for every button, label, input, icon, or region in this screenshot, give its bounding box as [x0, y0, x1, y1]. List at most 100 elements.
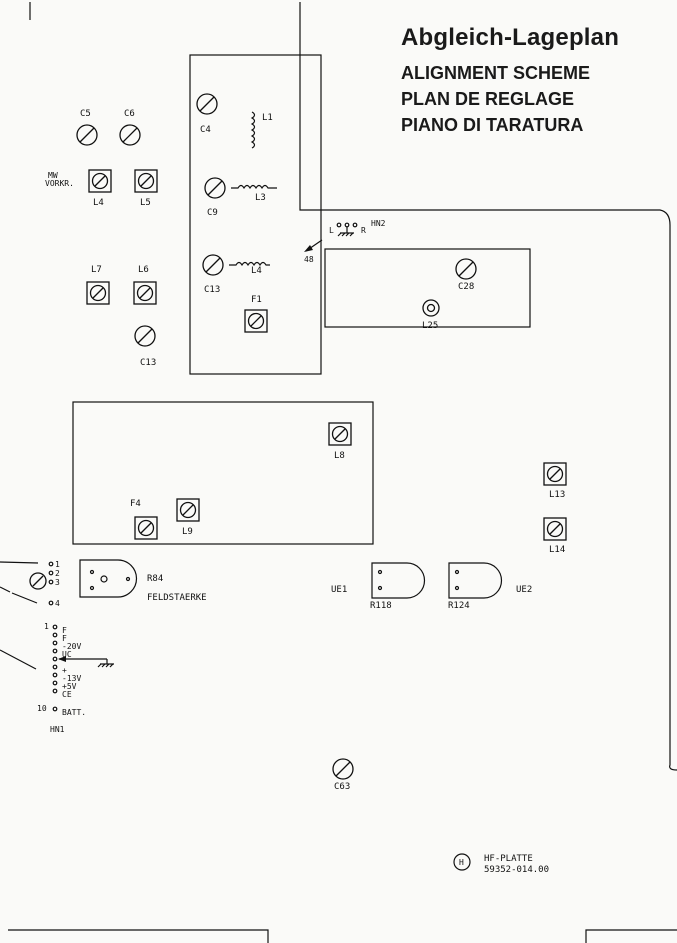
switch-pin-1: [48, 561, 54, 567]
title-block: Abgleich-Lageplan ALIGNMENT SCHEME PLAN …: [401, 24, 619, 138]
subtitle-italian: PIANO DI TARATURA: [401, 115, 584, 135]
hn1-pin-6-label: +: [62, 666, 67, 675]
label-ue2: UE2: [516, 585, 532, 595]
hn1-pin-7-label: -13V: [62, 674, 81, 683]
subtitle-french: PLAN DE REGLAGE: [401, 89, 575, 109]
pot-r118: [371, 562, 426, 599]
label-r84: R84: [147, 574, 163, 584]
trimmer-c9: [204, 177, 226, 199]
pot-r124-pin-b: [454, 585, 460, 591]
hn1-pin-6-dot: [52, 664, 58, 670]
trimmer-c63: [332, 758, 354, 780]
label-l9: L9: [182, 527, 193, 537]
switch-knob: [29, 572, 47, 590]
label-hn2: HN2: [371, 219, 386, 228]
label-r124: R124: [448, 601, 470, 611]
board-outline: [8, 2, 677, 943]
hn1-pin-3-dot: [52, 640, 58, 646]
hn1-ground-arrowhead: [58, 656, 66, 662]
label-hn1: HN1: [50, 725, 65, 734]
label-hn2-r: R: [361, 226, 366, 235]
inductor-l4-symbol: [229, 261, 270, 267]
label-vorkr: VORKR.: [45, 179, 74, 188]
trimmer-c6: [119, 124, 141, 146]
label-c4: C4: [200, 125, 211, 135]
pot-r118-pin-a: [377, 569, 383, 575]
hn1-pin-10-number: 10: [37, 704, 47, 713]
switch-knob-slot: [32, 575, 44, 587]
pot-r84-pin-a: [89, 569, 95, 575]
coil-l13: [543, 462, 567, 486]
label-c5: C5: [80, 109, 91, 119]
coil-l6: [133, 281, 157, 305]
label-l5: L5: [140, 198, 151, 208]
label-ue1: UE1: [331, 585, 347, 595]
label-hn2-48: 48: [304, 255, 314, 264]
hn1-pin-8-label: +5V: [62, 682, 77, 691]
hn2-pin-3: [352, 222, 358, 228]
plate-name: HF-PLATTE: [484, 854, 533, 864]
hn1-pin-1-dot: [52, 624, 58, 630]
hn1-pin-10: 10 BATT.: [37, 704, 86, 717]
switch-pin-4-num: 4: [55, 599, 60, 608]
coil-l14: [543, 517, 567, 541]
label-feldstaerke: FELDSTAERKE: [147, 593, 207, 603]
inductor-l1-symbol: [250, 111, 256, 149]
switch-pin-2: [48, 570, 54, 576]
coil-l25: [422, 299, 440, 317]
pot-r84-wiper: [100, 575, 108, 583]
switch-pin-3: [48, 579, 54, 585]
trimmer-c13-left: [134, 325, 156, 347]
hn2-ground-symbol: [337, 227, 354, 237]
hn1-pin-8-dot: [52, 680, 58, 686]
switch-pin-3-num: 3: [55, 578, 60, 587]
hn1-pin-2-dot: [52, 632, 58, 638]
hn1-pin-6: +: [52, 664, 67, 675]
hn1-pin-8: +5V: [52, 680, 77, 691]
trimmer-c5: [76, 124, 98, 146]
switch-pin-1-num: 1: [55, 560, 60, 569]
diagram-title: Abgleich-Lageplan: [401, 24, 620, 51]
switch-pins: 1 2 3 4: [48, 560, 60, 608]
label-c6: C6: [124, 109, 135, 119]
coil-l7: [86, 281, 110, 305]
hn1-pin-3: -20V: [52, 640, 81, 651]
hn1-pin-7-dot: [52, 672, 58, 678]
hn1-pin-9-label: CE: [62, 690, 72, 699]
subtitle-english: ALIGNMENT SCHEME: [401, 63, 590, 83]
coil-f1: [244, 309, 268, 333]
pot-r124-pin-a: [454, 569, 460, 575]
coil-f4: [134, 516, 158, 540]
label-l8: L8: [334, 451, 345, 461]
label-f4: F4: [130, 499, 141, 509]
plate-marker: [453, 853, 471, 871]
hn1-pin-4-label: UC: [62, 650, 72, 659]
pot-r84: [79, 559, 138, 598]
hn1-pin-4-dot: [52, 648, 58, 654]
coil-l9: [176, 498, 200, 522]
hn1-pin-7: -13V: [52, 672, 81, 683]
hn1-pin-5: [52, 656, 58, 662]
label-mw: MW: [48, 171, 58, 180]
label-l13: L13: [549, 490, 565, 500]
label-c63: C63: [334, 782, 350, 792]
coil-l25-core: [426, 303, 436, 313]
label-f1: F1: [251, 295, 262, 305]
pot-r84-pin-c: [125, 576, 131, 582]
switch-pin-2-num: 2: [55, 569, 60, 578]
pot-r124: [448, 562, 503, 599]
trimmer-c4: [196, 93, 218, 115]
hn1-pin-9: CE: [52, 688, 72, 699]
hn1-pin-2-label: F: [62, 634, 67, 643]
hn1-pin-1-label: F: [62, 626, 67, 635]
module-box-right: [324, 248, 531, 328]
hn1-pin-1-number: 1: [44, 622, 49, 631]
label-c28: C28: [458, 282, 474, 292]
pot-r118-pin-b: [377, 585, 383, 591]
pot-r84-pin-b: [89, 585, 95, 591]
label-r118: R118: [370, 601, 392, 611]
hn1-pin-2: F: [52, 632, 67, 643]
hn2-arrowhead: [304, 245, 313, 252]
